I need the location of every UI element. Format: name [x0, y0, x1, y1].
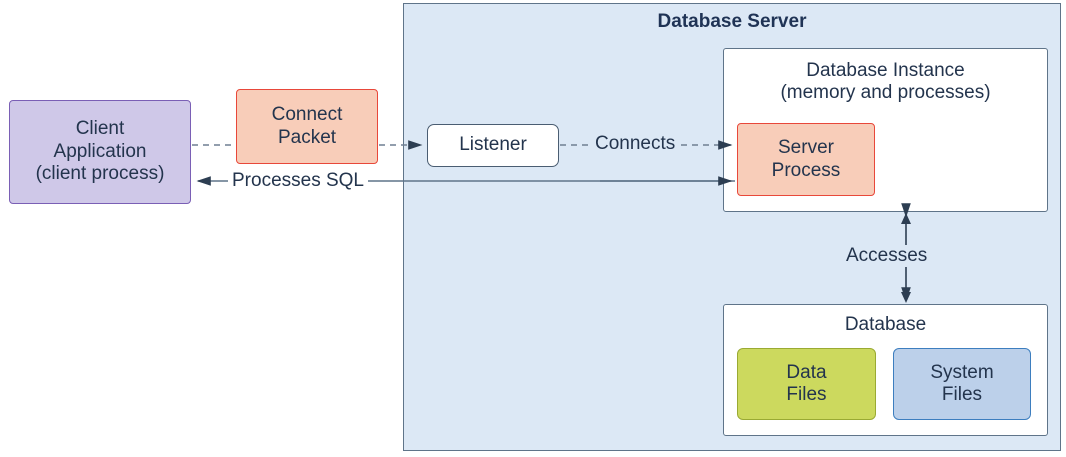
data-files-label: Data Files	[786, 361, 827, 405]
connect-packet-label: Connect Packet	[271, 104, 343, 148]
listener-node[interactable]: Listener	[427, 124, 559, 167]
database-server-title: Database Server	[657, 11, 807, 32]
listener-label: Listener	[459, 134, 527, 156]
database-label: Database	[844, 314, 927, 335]
edge-label-connects: Connects	[590, 133, 681, 155]
database-instance-label: Database Instance (memory and processes)	[780, 60, 991, 104]
server-process-label: Server Process	[771, 137, 841, 181]
client-application-label: Client Application (client process)	[35, 118, 165, 185]
client-application-node[interactable]: Client Application (client process)	[9, 100, 191, 204]
edge-label-processes-sql: Processes SQL	[228, 170, 368, 192]
server-process-node[interactable]: Server Process	[737, 123, 875, 196]
system-files-label: System Files	[930, 361, 994, 405]
system-files-node[interactable]: System Files	[893, 348, 1031, 420]
data-files-node[interactable]: Data Files	[737, 348, 876, 420]
connect-packet-node[interactable]: Connect Packet	[236, 89, 378, 164]
edge-label-accesses: Accesses	[840, 245, 934, 267]
